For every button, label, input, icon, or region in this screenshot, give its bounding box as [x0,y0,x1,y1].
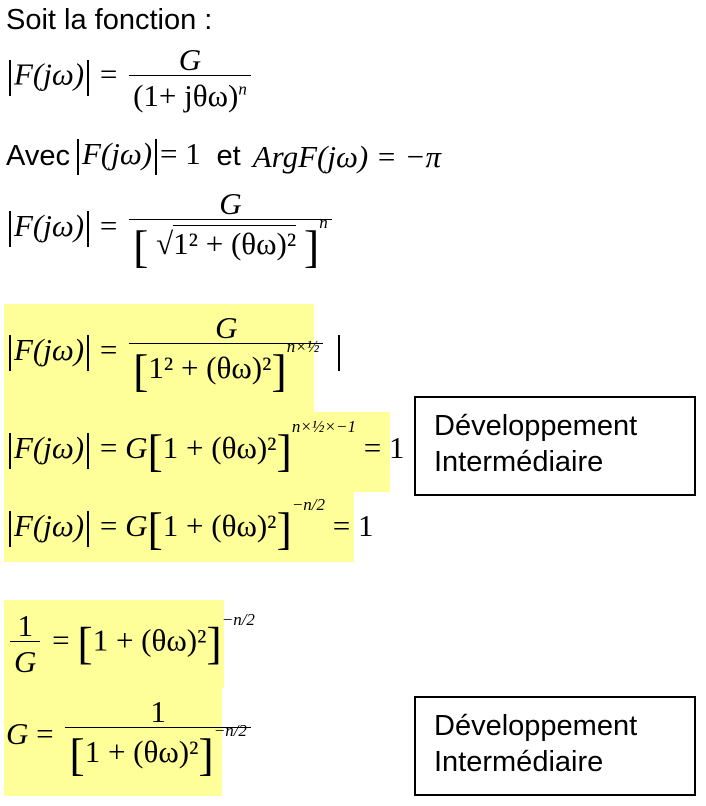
box-1-line-2: Intermédiaire [434,446,604,478]
box-1-line-1: Développement [434,410,638,442]
equation-6: 1 G = [1 + (θω)²]−n/2 [6,610,255,677]
equation-1: F(jω) = G (1+ jθω)n [6,44,255,111]
intro-text: Soit la fonction : [6,4,213,36]
highlight-block-2 [4,412,390,492]
equation-3: F(jω) = G [1² + (θω)²]n×½ [6,312,343,394]
box-2-line-2: Intermédiaire [434,746,604,778]
highlight-block-1 [4,304,314,414]
box-2-line-1: Développement [434,710,638,742]
equation-5: F(jω) = G[1 + (θω)²]−n/2 = 1 [6,496,374,552]
equation-4: F(jω) = G[1 + (θω)²]n×½×−1 = 1 [6,418,404,474]
equation-7: G = 1 [1 + (θω)²]−n/2 [6,696,255,778]
highlight-block-5 [4,688,222,796]
highlight-block-4 [4,600,224,688]
condition-line: Avec F(jω)= 1 et ArgF(jω) = −π [6,136,442,175]
intermediate-box-2: Développement Intermédiaire [414,696,696,796]
intermediate-box-1: Développement Intermédiaire [414,396,696,496]
highlight-block-3 [4,490,354,562]
equation-2: F(jω) = G [ √1² + (θω)² ]n [6,188,336,270]
